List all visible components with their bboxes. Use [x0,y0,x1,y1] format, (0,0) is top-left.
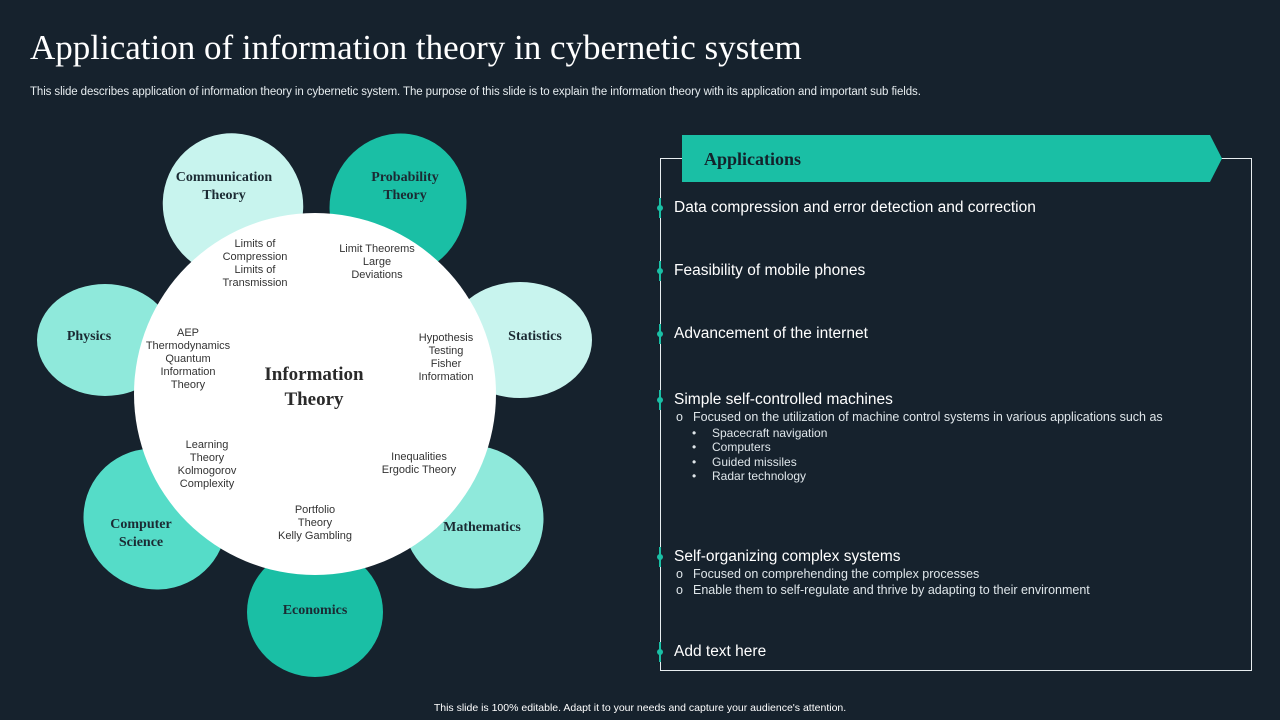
inner-text-computer-science: Learning Theory Kolmogorov Complexity [177,439,237,490]
application-item: Data compression and error detection and… [674,199,1036,216]
inner-text-probability-theory: Limit Theorems Large Deviations [339,243,415,281]
petal-economics [247,547,383,677]
petal-label-economics: Economics [282,603,348,618]
item-marker [657,390,663,410]
applications-banner [682,135,1222,182]
flower-diagram: Communication Theory Probability Theory … [0,0,640,700]
item-marker [657,547,663,567]
application-item: Advancement of the internet [674,325,868,342]
center-title: Information Theory [264,364,364,410]
item-marker [657,198,663,218]
petal-label-computer-science: Computer Science [110,517,172,550]
applications-header: Applications [704,149,802,169]
petal-label-physics: Physics [66,329,112,344]
application-item: Add text here [674,643,767,660]
sub-sub-bullet-item: •Computers [692,440,771,454]
petal-label-mathematics: Mathematics [443,520,521,535]
sub-sub-bullet-item: •Radar technology [692,469,807,483]
inner-text-economics: Portfolio Theory Kelly Gambling [278,504,352,542]
slide-footer: This slide is 100% editable. Adapt it to… [433,702,847,714]
slide-title: Application of information theory in cyb… [30,28,802,67]
item-marker [657,642,663,662]
inner-text-statistics: Hypothesis Testing Fisher Information [418,332,474,383]
petal-label-communication-theory: Communication Theory [175,170,273,203]
application-item: Feasibility of mobile phones [674,262,866,279]
item-marker [657,261,663,281]
application-item: Self-organizing complex systems [674,548,901,565]
inner-text-physics: AEP Thermodynamics Quantum Information T… [145,327,231,391]
sub-sub-bullet-item: •Spacecraft navigation [692,426,828,440]
center-circle [134,213,496,575]
item-marker [657,324,663,344]
inner-text-mathematics: Inequalities Ergodic Theory [381,451,457,476]
inner-text-communication-theory: Limits of Compression Limits of Transmis… [222,238,288,289]
petal-label-statistics: Statistics [508,329,562,344]
sub-sub-bullet-item: •Guided missiles [692,455,797,469]
slide-subtitle: This slide describes application of info… [30,86,921,98]
petal-label-probability-theory: Probability Theory [371,170,439,203]
application-item: Simple self-controlled machines [674,391,893,408]
